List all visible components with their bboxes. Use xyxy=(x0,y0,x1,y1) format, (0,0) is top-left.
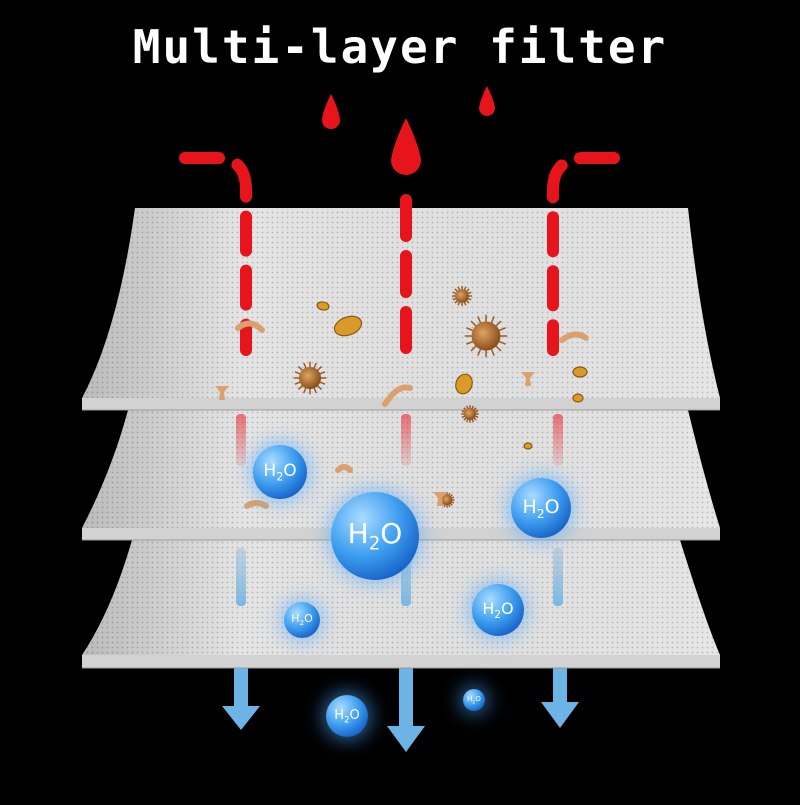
blue-arrow-icon xyxy=(222,668,260,730)
water-molecule-icon: H2O xyxy=(253,445,307,499)
molecule-label: H2O xyxy=(334,707,360,725)
dust-particle-icon xyxy=(461,405,479,423)
dust-particle-icon xyxy=(455,373,473,395)
red-drop-icon xyxy=(322,94,340,129)
water-molecule-icon: H2O xyxy=(331,492,419,580)
dust-particle-icon xyxy=(333,315,363,337)
blue-arrow-icon xyxy=(541,668,579,728)
dust-particle-icon xyxy=(559,331,589,343)
drops xyxy=(322,86,495,175)
water-molecule-icon: H2O xyxy=(511,478,571,538)
dust-particle-icon xyxy=(215,386,229,400)
red-drop-icon xyxy=(391,118,421,175)
water-molecule-icon: H2O xyxy=(472,584,524,636)
water-molecule-icon: H2O xyxy=(326,695,368,737)
molecule-label: H2O xyxy=(467,694,481,706)
dust-particle-icon xyxy=(293,361,327,395)
molecule-label: H2O xyxy=(263,460,297,484)
dust-particle-icon xyxy=(335,464,353,473)
dust-particle-icon xyxy=(572,366,588,378)
dust-particle-icon xyxy=(464,314,508,358)
dust-particle-icon xyxy=(452,286,472,306)
dust-particle-icon xyxy=(433,492,447,506)
trapped-particles xyxy=(215,286,589,509)
dust-particle-icon xyxy=(316,301,330,311)
page-title: Multi-layer filter xyxy=(132,20,668,74)
molecule-label: H2O xyxy=(347,517,403,555)
molecule-label: H2O xyxy=(482,598,514,622)
middle-flow-lines xyxy=(236,414,563,466)
dust-particle-icon xyxy=(235,320,265,333)
water-molecule-icon: H2O xyxy=(284,602,320,638)
dust-particle-icon xyxy=(244,500,269,509)
inflow-paths xyxy=(179,152,620,356)
dust-particle-icon xyxy=(523,442,533,450)
outflow-arrows xyxy=(222,668,579,752)
red-drop-icon xyxy=(479,86,495,116)
molecule-label: H2O xyxy=(522,495,560,521)
dust-particle-icon xyxy=(382,384,413,407)
dust-particle-icon xyxy=(572,393,584,403)
molecule-label: H2O xyxy=(291,612,313,628)
dust-particle-icon xyxy=(521,372,535,386)
blue-arrow-icon xyxy=(387,668,425,752)
water-molecule-icon: H2O xyxy=(463,689,485,711)
